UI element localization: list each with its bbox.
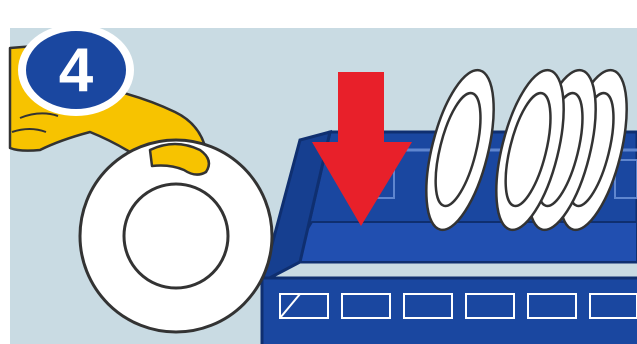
plate-icon bbox=[80, 140, 272, 332]
step-badge: 4 bbox=[18, 24, 134, 116]
step-number: 4 bbox=[18, 24, 134, 116]
